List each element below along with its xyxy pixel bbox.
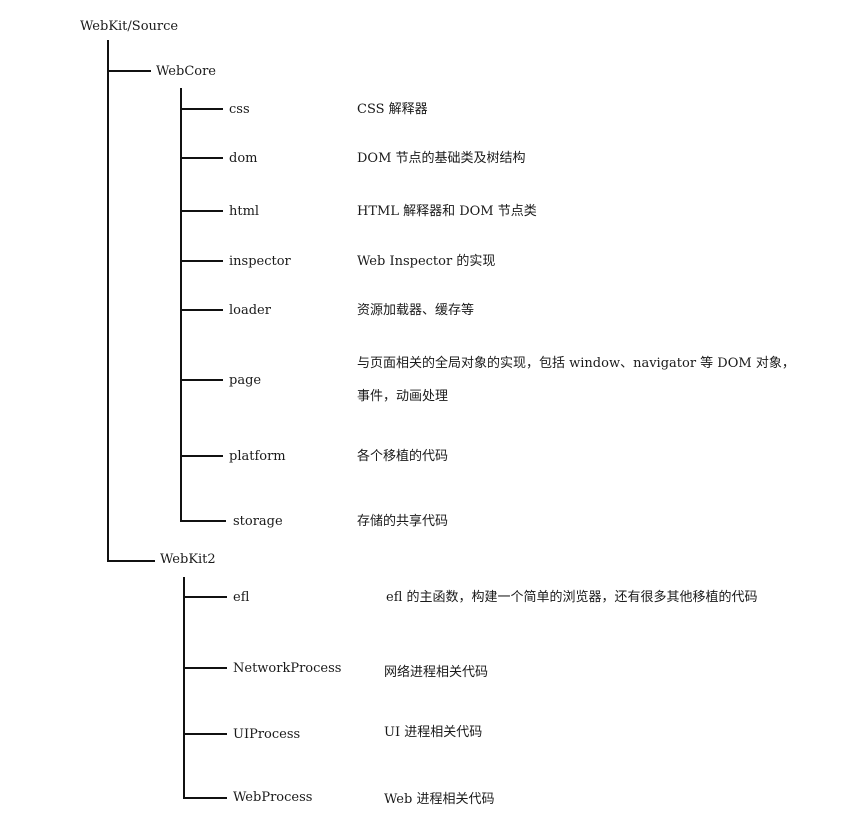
css-description: CSS 解释器 (357, 102, 428, 117)
html-description: HTML 解释器和 DOM 节点类 (357, 204, 537, 219)
css-node-label: css (229, 102, 250, 117)
uiprocess-node-label: UIProcess (233, 727, 301, 742)
css-branch-line (180, 108, 223, 110)
loader-node-label: loader (229, 303, 271, 318)
webprocess-node-label: WebProcess (233, 790, 313, 805)
html-node-label: html (229, 204, 260, 219)
platform-branch-line (180, 455, 223, 457)
uiprocess-description: UI 进程相关代码 (384, 725, 483, 740)
storage-description: 存储的共享代码 (357, 514, 449, 529)
webkit2-branch-line (107, 560, 155, 562)
networkprocess-branch-line (183, 667, 227, 669)
webprocess-description: Web 进程相关代码 (384, 792, 495, 807)
inspector-description: Web Inspector 的实现 (357, 254, 496, 269)
dom-node-label: dom (229, 151, 258, 166)
webcore-trunk-line (180, 88, 182, 521)
loader-description: 资源加载器、缓存等 (357, 303, 475, 318)
efl-description: efl 的主函数，构建一个简单的浏览器，还有很多其他移植的代码 (386, 590, 758, 605)
webkit2-node-label: WebKit2 (160, 552, 216, 567)
inspector-branch-line (180, 260, 223, 262)
storage-branch-line (180, 520, 226, 522)
page-description-line-2: 事件，动画处理 (357, 389, 449, 404)
html-branch-line (180, 210, 223, 212)
networkprocess-node-label: NetworkProcess (233, 661, 342, 676)
page-node-label: page (229, 373, 262, 388)
root-trunk-line (107, 40, 109, 561)
platform-node-label: platform (229, 449, 286, 464)
page-branch-line (180, 379, 223, 381)
efl-branch-line (183, 596, 227, 598)
uiprocess-branch-line (183, 733, 227, 735)
efl-node-label: efl (233, 590, 250, 605)
webcore-branch-line (107, 70, 151, 72)
inspector-node-label: inspector (229, 254, 291, 269)
webcore-node-label: WebCore (156, 64, 216, 79)
loader-branch-line (180, 309, 223, 311)
webkit2-trunk-line (183, 577, 185, 798)
storage-node-label: storage (233, 514, 283, 529)
webprocess-branch-line (183, 797, 227, 799)
platform-description: 各个移植的代码 (357, 449, 449, 464)
page-description-line-1: 与页面相关的全局对象的实现，包括 window、navigator 等 DOM … (357, 356, 795, 371)
dom-description: DOM 节点的基础类及树结构 (357, 151, 526, 166)
root-node-label: WebKit/Source (80, 19, 179, 34)
networkprocess-description: 网络进程相关代码 (384, 665, 489, 680)
dom-branch-line (180, 157, 223, 159)
